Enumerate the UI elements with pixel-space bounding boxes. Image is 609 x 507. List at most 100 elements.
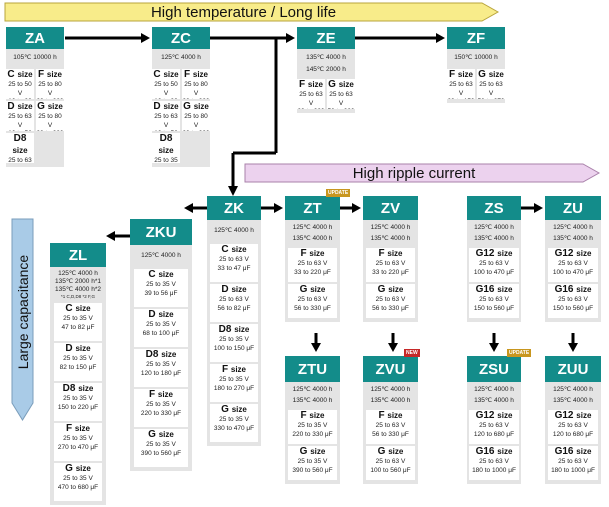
- voltage-range: 25 to 35 V: [219, 336, 249, 343]
- temperature-rating: 125℃ 4000 h: [214, 227, 254, 234]
- capacitance-range: 100 to 560 μF: [370, 466, 411, 474]
- capacitance-range: 150 to 560 μF: [552, 304, 594, 312]
- size-label: G size: [366, 284, 415, 296]
- capacitance-range: 150 to 220 μF: [57, 403, 99, 411]
- size-code: G: [183, 101, 191, 112]
- size-code: G: [37, 101, 45, 112]
- size-code: F: [300, 410, 307, 421]
- top-banner-label: High temperature / Long life: [150, 3, 337, 21]
- size-label: F size: [288, 248, 337, 260]
- size-unit: size: [497, 411, 513, 420]
- capacitance-range: 220 to 330 μF: [140, 409, 182, 417]
- voltage-range: 25 to 63 V: [479, 422, 509, 429]
- capacitance-range: 33 to 47 μF: [217, 264, 251, 272]
- capacitance-range: 10 to 33 μF: [152, 98, 180, 99]
- size-label: C size: [134, 269, 188, 281]
- voltage-range: 25 to 35 V: [297, 422, 328, 429]
- size-unit: size: [158, 270, 174, 279]
- capacitance-range: 56 to 270 μF: [477, 98, 505, 99]
- size-label: G size: [134, 429, 188, 441]
- temperature-rating: 135℃ 4000 h: [292, 234, 333, 242]
- capacitance-range: 270 to 470 μF: [57, 443, 99, 451]
- temperature-rating: 125℃ 4000 h: [292, 386, 333, 393]
- temperature-rating: 125℃ 4000 h: [553, 386, 593, 393]
- voltage-range: 25 to 63 V: [558, 422, 588, 429]
- voltage-range: 25 to 63 V: [8, 157, 32, 163]
- size-label: D8 size: [134, 349, 188, 361]
- capacitance-range: 100 to 470 μF: [552, 268, 594, 276]
- arrowheads: [106, 33, 578, 352]
- capacitance-banner-arrow: [11, 218, 34, 421]
- size-unit: size: [234, 325, 250, 334]
- size-code: C: [65, 303, 73, 314]
- size-code: G: [299, 284, 308, 295]
- voltage-range: 25 to 80 V: [184, 113, 208, 129]
- temperature-rating: 135℃ 4000 h: [474, 234, 514, 242]
- size-unit: size: [497, 285, 513, 294]
- capacitance-range: 100 to 150 μF: [213, 344, 255, 352]
- voltage-range: 25 to 63 V: [558, 260, 588, 267]
- capacitance-range: 56 to 330 μF: [372, 304, 409, 312]
- series-header-zk: ZK: [207, 196, 261, 220]
- size-code: G: [221, 404, 229, 415]
- size-label: F size: [182, 69, 210, 81]
- voltage-range: 25 to 35 V: [146, 441, 176, 448]
- temperature-rating: 135℃ 4000 h: [306, 54, 346, 61]
- size-unit: size: [193, 102, 209, 111]
- temperature-rating: 125℃ 4000 h: [553, 224, 593, 231]
- temperature-rating: 125℃ 4000 h: [370, 224, 411, 231]
- size-unit: size: [388, 285, 404, 294]
- capacitance-range: 390 to 560 μF: [140, 449, 182, 457]
- series-header-za: ZA: [6, 27, 64, 49]
- capacitance-range: 120 to 680 μF: [552, 430, 594, 438]
- voltage-range: 25 to 63 V: [479, 296, 509, 303]
- capacitance-range: 33 to 330 μF: [182, 130, 210, 131]
- capacitance-range: 82 to 150 μF: [59, 363, 97, 371]
- size-code: G: [148, 429, 156, 440]
- size-unit: size: [231, 285, 247, 294]
- size-unit: size: [497, 249, 513, 258]
- size-code: F: [148, 389, 156, 400]
- capacitance-range: 390 to 560 μF: [292, 466, 333, 474]
- voltage-range: 25 to 35 V: [219, 416, 249, 423]
- size-label: G12 size: [548, 410, 598, 422]
- size-code: F: [300, 248, 307, 259]
- capacitance-range: 180 to 1000 μF: [551, 466, 595, 474]
- size-unit: size: [497, 447, 513, 456]
- temperature-rating: 125℃ 4000 h: [292, 224, 333, 231]
- capacitance-range: 120 to 180 μF: [140, 369, 182, 377]
- size-code: F: [65, 423, 73, 434]
- size-code: D: [221, 284, 229, 295]
- size-unit: size: [161, 350, 177, 359]
- temperature-rating: 125℃ 4000 h: [370, 386, 411, 393]
- size-unit: size: [488, 70, 504, 79]
- voltage-range: 25 to 63 V: [297, 260, 328, 267]
- size-code: D: [7, 101, 15, 112]
- size-unit: size: [231, 245, 247, 254]
- series-header-ze: ZE: [297, 27, 355, 49]
- size-code: F: [221, 364, 229, 375]
- voltage-range: 25 to 63 V: [375, 458, 406, 465]
- size-unit: size: [307, 80, 323, 89]
- series-badge-zsu: UPDATE: [507, 349, 532, 357]
- size-code: G: [65, 463, 73, 474]
- series-header-zt: ZT: [285, 196, 340, 220]
- capacitance-range: 10 to 56 μF: [6, 130, 34, 131]
- size-label: D size: [210, 284, 258, 296]
- size-unit: size: [163, 70, 179, 79]
